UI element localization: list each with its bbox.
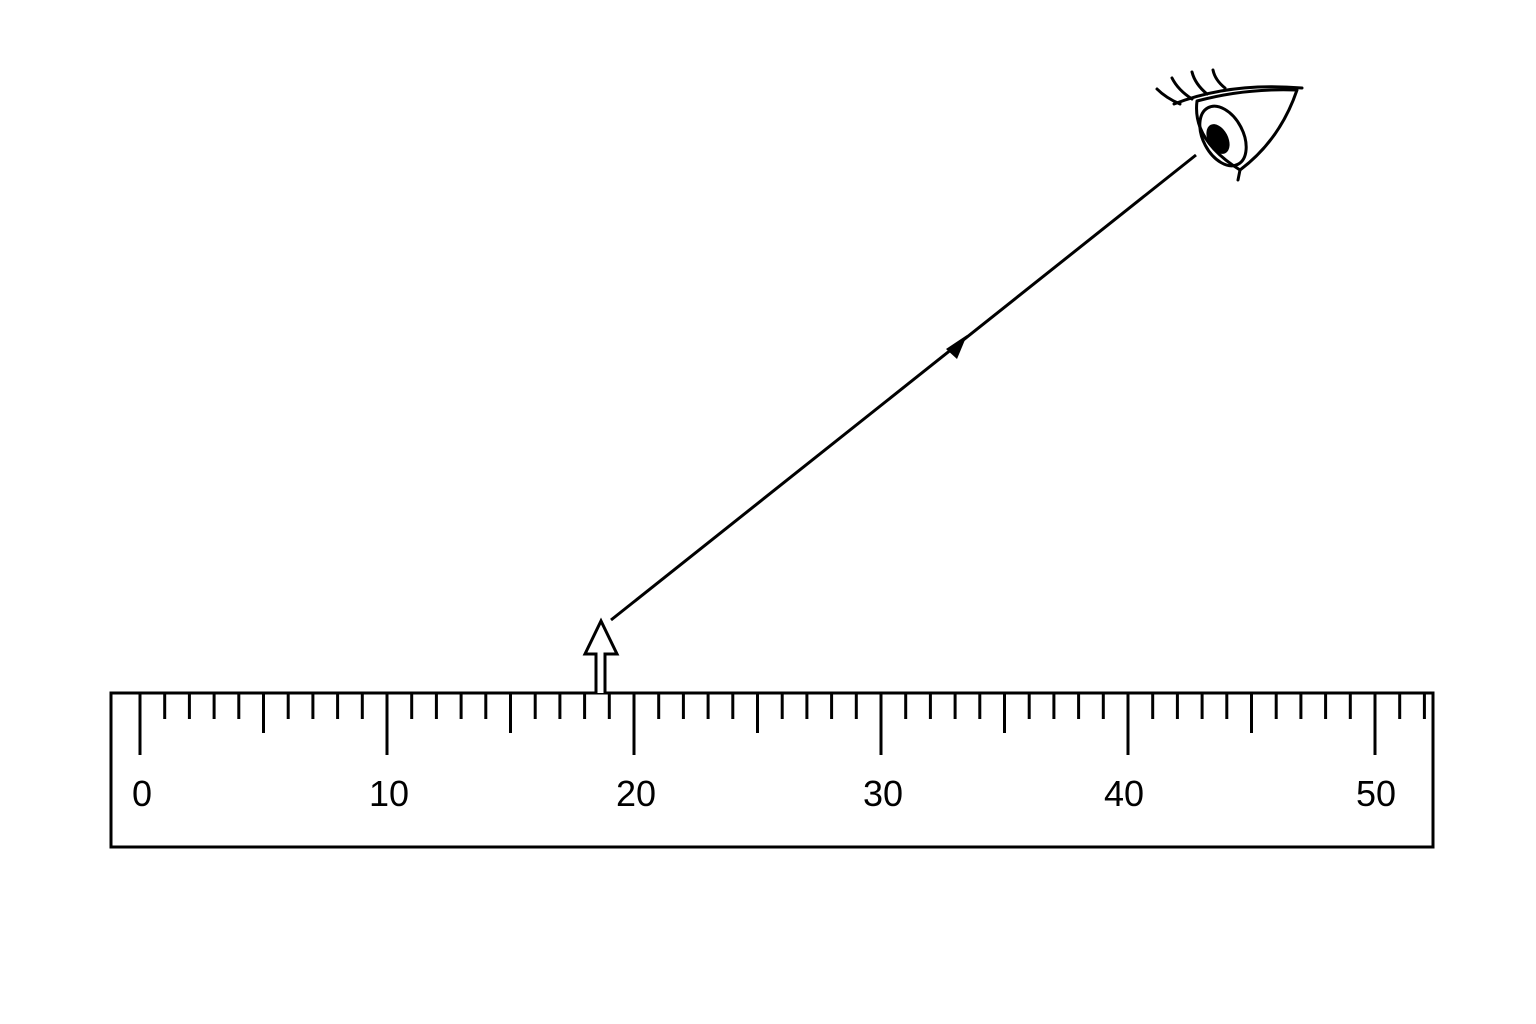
ruler-ticks <box>138 693 1426 755</box>
eye-outline <box>1195 88 1299 172</box>
ruler-label-10: 10 <box>369 773 409 814</box>
upper-eyelid <box>1172 85 1304 106</box>
ruler-body <box>109 691 1435 849</box>
ruler-label-40: 40 <box>1104 773 1144 814</box>
ruler: 0 10 20 30 40 50 <box>109 691 1435 849</box>
ruler-labels: 0 10 20 30 40 50 <box>132 773 1396 814</box>
lower-eyelid <box>1236 168 1242 182</box>
sight-line-segment <box>610 153 1197 622</box>
ruler-label-50: 50 <box>1356 773 1396 814</box>
ruler-label-20: 20 <box>616 773 656 814</box>
ruler-label-0: 0 <box>132 773 152 814</box>
direction-arrowhead <box>946 335 967 359</box>
eye-icon <box>1155 68 1304 182</box>
pointer-arrow <box>582 617 620 693</box>
iris <box>1198 104 1248 168</box>
eyelash-2 <box>1170 76 1194 101</box>
sight-line <box>610 153 1197 622</box>
eyelash-4 <box>1211 68 1227 90</box>
eyelash-3 <box>1190 70 1209 96</box>
ruler-label-30: 30 <box>863 773 903 814</box>
pupil <box>1206 124 1230 154</box>
